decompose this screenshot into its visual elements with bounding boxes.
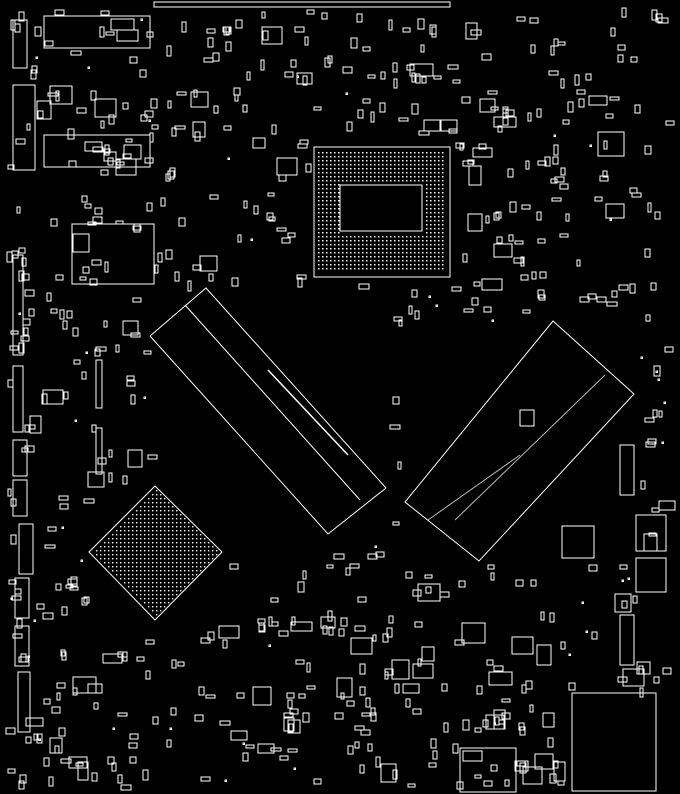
ic-top-left-2 bbox=[43, 134, 151, 168]
memory-slot-right bbox=[404, 320, 635, 562]
qfn-chip-right bbox=[561, 525, 595, 559]
memory-slot-left bbox=[149, 287, 387, 535]
bottom-right-module bbox=[459, 692, 657, 793]
right-header bbox=[619, 444, 667, 666]
bga-chip bbox=[88, 485, 223, 621]
top-connector bbox=[153, 1, 451, 8]
left-connector-strip bbox=[95, 359, 103, 475]
qfn-chip-top-right bbox=[597, 131, 625, 157]
left-header bbox=[12, 19, 36, 733]
component-array bbox=[5, 7, 676, 791]
ic-mid-left bbox=[71, 223, 155, 285]
cpu-socket bbox=[313, 146, 451, 278]
